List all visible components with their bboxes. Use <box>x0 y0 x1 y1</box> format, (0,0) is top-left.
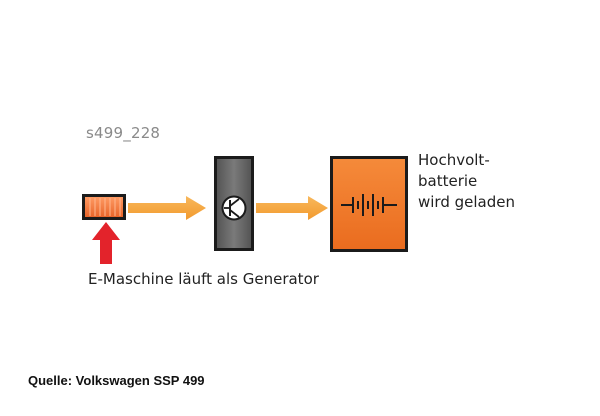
battery-label-line-1: Hochvolt- <box>418 151 490 169</box>
energy-flow-arrow-2 <box>256 196 328 220</box>
battery-label-line-3: wird geladen <box>418 193 515 211</box>
energy-flow-arrow-1 <box>128 196 206 220</box>
source-credit: Quelle: Volkswagen SSP 499 <box>28 373 205 388</box>
high-voltage-battery-icon <box>330 156 408 252</box>
power-electronics-transistor-icon <box>214 156 254 251</box>
battery-label-line-2: batterie <box>418 172 478 190</box>
e-machine-block-icon <box>82 194 126 220</box>
figure-id-label: s499_228 <box>86 124 161 142</box>
generator-input-arrow <box>92 222 120 264</box>
diagram-caption: E-Maschine läuft als Generator <box>88 270 319 288</box>
battery-label: Hochvolt- batterie wird geladen <box>418 150 515 213</box>
